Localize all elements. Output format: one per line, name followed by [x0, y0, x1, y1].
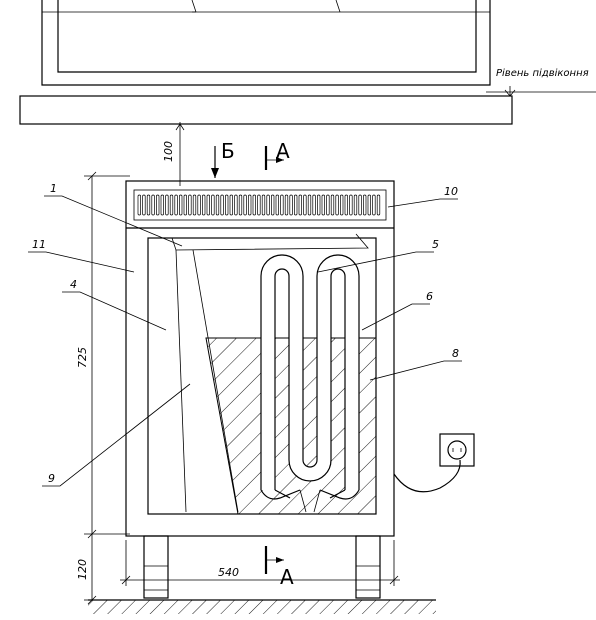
grille-slot [174, 194, 178, 216]
dimension-leg-height-label: 120 [76, 559, 89, 580]
grille-slot [261, 194, 266, 216]
grille-slot [225, 194, 229, 216]
grille-slot [307, 194, 312, 216]
callout-5: 5 [432, 238, 439, 251]
grille-slot [303, 194, 307, 216]
power-socket [439, 433, 475, 467]
grille-slot [271, 194, 275, 216]
grille-slot [234, 194, 238, 216]
callout-10: 10 [444, 185, 458, 198]
sill-level-label: Рівень підвіконня [496, 67, 589, 79]
grille-slot [243, 194, 247, 216]
grille-slot [248, 194, 252, 216]
grille-slot [137, 194, 141, 216]
grille-slot [372, 194, 376, 216]
callout-leaders [28, 195, 462, 487]
section-marker-a-bottom [264, 546, 284, 574]
section-marker-a-top [264, 146, 284, 170]
grille-slot [211, 194, 215, 216]
grille-slot [165, 194, 169, 216]
grille-slot [349, 194, 353, 216]
grille-slot [330, 194, 335, 216]
grille-slot [294, 194, 298, 216]
grille-slot [284, 194, 289, 216]
grille-slot [257, 194, 261, 216]
grille-slot [238, 194, 243, 216]
heater-legs [143, 535, 381, 599]
floor [88, 599, 436, 614]
grille-slot [151, 194, 155, 216]
grille-slot [206, 194, 210, 216]
grille-slot [188, 194, 192, 216]
heater-body [125, 180, 395, 537]
grille-slot [280, 194, 284, 216]
grille-slot [317, 194, 321, 216]
grille-slot [298, 194, 302, 216]
view-marker-b [211, 146, 219, 178]
window-frame [41, 0, 491, 86]
grille-slot [289, 194, 293, 216]
grille-slot [358, 194, 362, 216]
grille-slot [321, 194, 325, 216]
air-grille [137, 194, 381, 216]
grille-slot [376, 194, 381, 216]
dimension-gap-to-sill [175, 122, 185, 186]
dimension-leg-height [84, 534, 100, 605]
callout-4: 4 [70, 278, 77, 291]
grille-slot [183, 194, 187, 216]
heating-element [260, 254, 360, 513]
grille-slot [202, 194, 206, 216]
grille-slot [344, 194, 348, 216]
grille-slot [266, 194, 270, 216]
grille-slot [340, 194, 344, 216]
window-sill [19, 86, 596, 125]
grille-slot [215, 194, 220, 216]
grille-slot [229, 194, 233, 216]
section-marker-a-top-label: А [276, 139, 290, 163]
grille-slot [363, 194, 367, 216]
dimension-width [120, 540, 400, 586]
dimension-width-label: 540 [218, 566, 239, 579]
grille-slot [335, 194, 339, 216]
callout-8: 8 [452, 347, 459, 360]
view-marker-b-label: Б [221, 139, 235, 163]
callout-6: 6 [426, 290, 433, 303]
callout-9: 9 [48, 472, 55, 485]
grille-slot [179, 194, 183, 216]
grille-slot [160, 194, 164, 216]
callout-1: 1 [50, 182, 57, 195]
dimension-height [84, 171, 130, 539]
grille-slot [312, 194, 316, 216]
grille-slot [142, 194, 146, 216]
grille-slot [169, 194, 174, 216]
callout-11: 11 [32, 238, 46, 251]
grille-slot [220, 194, 224, 216]
grille-slot [326, 194, 330, 216]
grille-slot [367, 194, 371, 216]
grille-slot [146, 194, 151, 216]
grille-slot [197, 194, 201, 216]
grille-slot [192, 194, 197, 216]
grille-slot [156, 194, 160, 216]
section-marker-a-bottom-label: А [280, 565, 294, 589]
dimension-gap-to-sill-label: 100 [162, 141, 175, 162]
grille-slot [353, 194, 358, 216]
grille-slot [252, 194, 256, 216]
dimension-height-label: 725 [76, 347, 89, 368]
power-cord [393, 459, 461, 493]
grille-slot [275, 194, 279, 216]
